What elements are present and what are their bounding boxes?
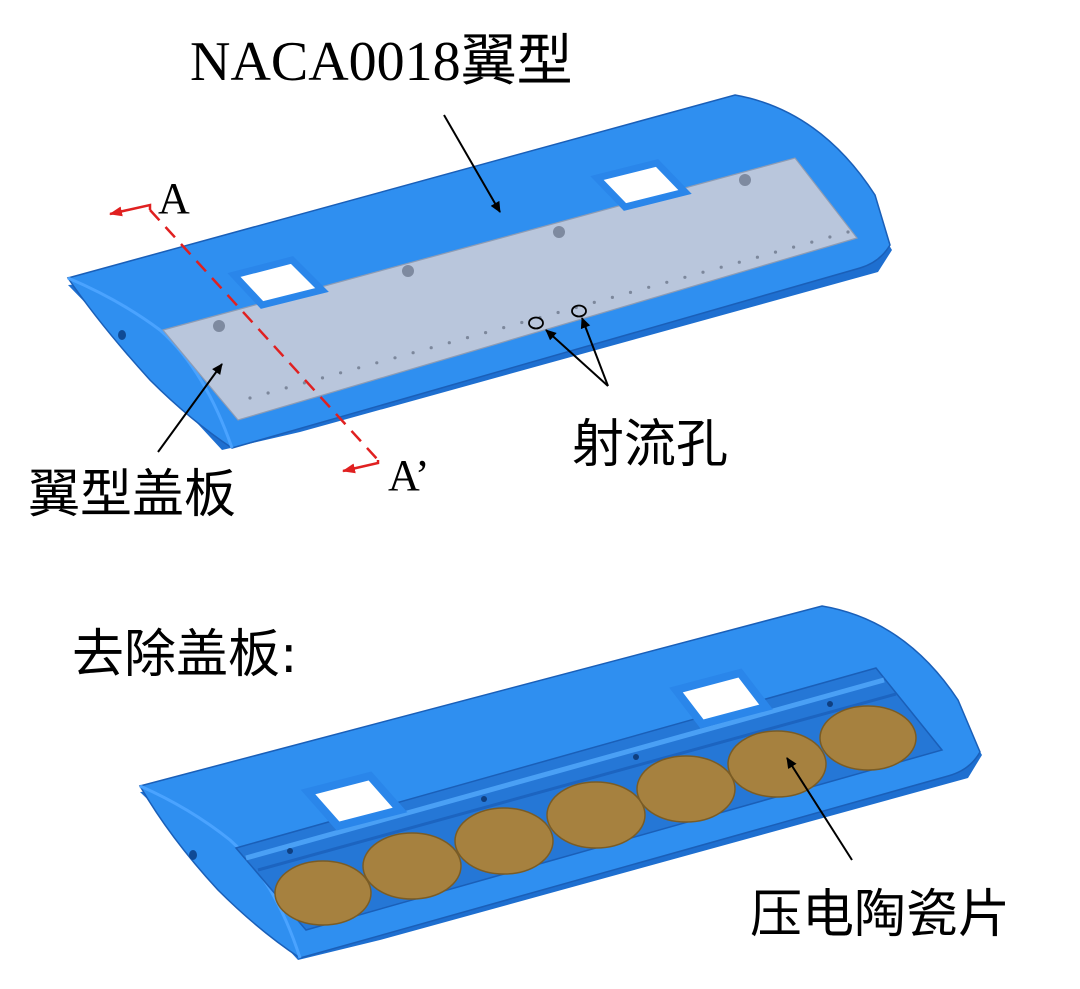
jet-hole [411, 351, 415, 355]
piezo-disc [454, 807, 554, 875]
jet-hole [628, 290, 633, 294]
wing-top-leading-edge [67, 276, 234, 449]
cavity-rail [257, 692, 897, 872]
jet-hole [248, 396, 252, 400]
cover-screw-hole [402, 265, 414, 277]
section-line-end [342, 460, 380, 474]
wing-slot-right [669, 668, 773, 729]
section-end-label: A’ [388, 451, 430, 500]
jet-hole [737, 260, 741, 264]
rail-hole [287, 848, 293, 854]
jet-hole [447, 341, 451, 345]
jet-hole [465, 336, 470, 340]
cover-plate-label: 翼型盖板 [28, 465, 236, 525]
wing-with-cover [66, 94, 892, 474]
jet-hole [393, 356, 397, 360]
jet-hole [647, 285, 651, 289]
rail-hole [481, 796, 487, 802]
piezo-disc [546, 781, 646, 849]
piezo-disc [727, 730, 827, 798]
cover-slot-right [590, 159, 692, 211]
jet-hole [429, 346, 433, 350]
jet-hole-arrow [580, 317, 609, 387]
wing-slot-left [300, 771, 408, 831]
piezo-ceramic-label: 压电陶瓷片 [750, 885, 1010, 945]
jet-hole [302, 381, 306, 385]
jet-hole [810, 240, 814, 244]
cover-plate-arrow [157, 363, 223, 453]
jet-hole [792, 245, 796, 249]
wing-without-cover [138, 605, 982, 960]
section-start-label: A [158, 174, 190, 223]
rail-hole [633, 754, 639, 760]
jet-hole-marker [571, 304, 587, 318]
jet-hole [846, 230, 850, 234]
jet-hole [701, 270, 705, 274]
jet-hole-row [248, 230, 850, 400]
jet-hole [610, 295, 615, 299]
remove-cover-label: 去除盖板: [72, 625, 298, 685]
jet-hole [375, 361, 379, 365]
airfoil-arrow [443, 114, 501, 213]
piezo-disc [636, 755, 736, 823]
jet-hole [755, 255, 760, 259]
cover-screw-hole [739, 174, 751, 186]
jet-hole [502, 326, 506, 330]
airfoil-title-label: NACA0018翼型 [190, 31, 573, 93]
jet-hole [719, 265, 723, 269]
section-line-start [109, 203, 152, 217]
wing-bottom-leading-edge [139, 784, 302, 959]
jet-hole-arrow [545, 329, 609, 387]
jet-hole [320, 376, 325, 380]
jet-hole [357, 366, 361, 370]
jet-hole [484, 331, 488, 335]
piezo-disc [362, 832, 462, 900]
cover-plate [161, 157, 859, 421]
jet-hole [592, 300, 596, 304]
wing-top-edge-hole [118, 330, 126, 340]
jet-hole-marker [528, 316, 544, 330]
piezo-disc [274, 860, 372, 926]
cover-screw-hole [553, 226, 565, 238]
jet-hole [266, 391, 270, 395]
jet-hole [520, 320, 524, 325]
cavity-rail [245, 677, 885, 861]
jet-holes-label: 射流孔 [572, 415, 728, 475]
rail-hole [827, 701, 833, 707]
section-line [149, 209, 379, 461]
jet-hole [556, 310, 560, 315]
jet-hole [683, 275, 687, 279]
piezo-arrow [786, 757, 853, 861]
jet-hole [665, 280, 669, 284]
jet-hole [773, 250, 778, 254]
jet-hole [339, 371, 343, 375]
cover-slot-left [227, 256, 329, 309]
cover-screw-hole [213, 320, 225, 332]
jet-hole [828, 235, 832, 239]
wing-bottom-edge-hole [189, 850, 197, 860]
piezo-disc [819, 705, 917, 771]
jet-hole [284, 386, 288, 390]
